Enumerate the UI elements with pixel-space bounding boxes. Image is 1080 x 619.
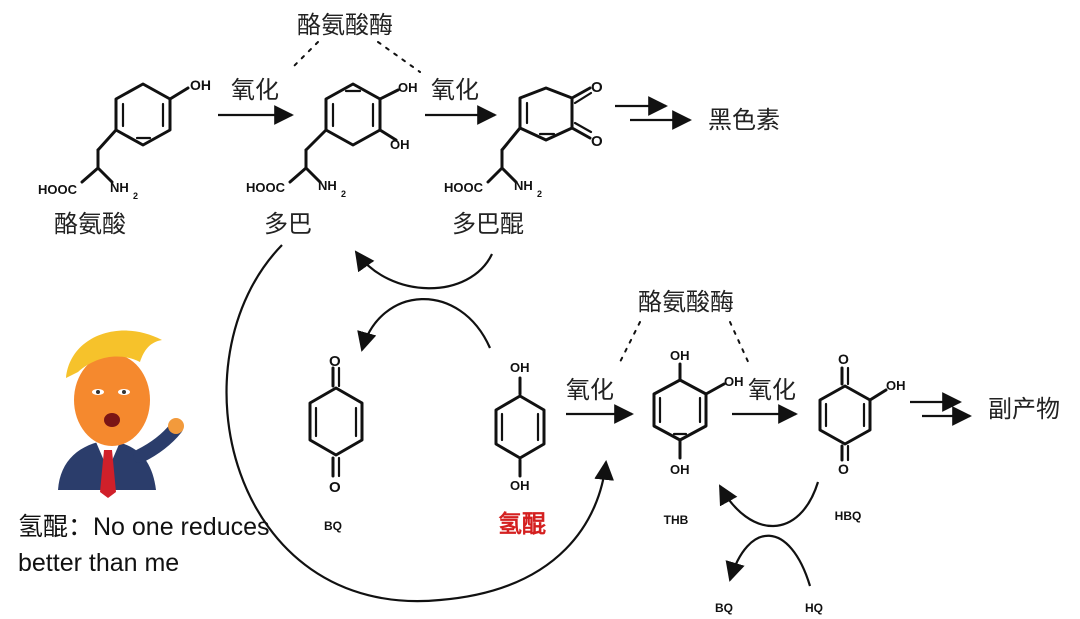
- thb-oh-2: OH: [724, 374, 744, 389]
- dopa-nh: NH: [318, 178, 337, 193]
- dopaquinone-nh-sub: 2: [537, 189, 542, 199]
- enzyme-dash-bottom-right: [729, 321, 751, 367]
- bottom-bq-label: BQ: [715, 601, 733, 615]
- dopaquinone-nh: NH: [514, 178, 533, 193]
- bq-o-2: O: [329, 479, 341, 496]
- tyrosine-nh-sub: 2: [133, 191, 138, 201]
- bottom-curve-lower: [725, 534, 812, 587]
- tyrosine-oh: OH: [190, 77, 211, 93]
- bq-label: BQ: [324, 519, 342, 533]
- meme-caption-line1: 氢醌：No one reduces: [18, 513, 270, 541]
- enzyme-dash-left: [289, 41, 319, 71]
- bq-o-1: O: [329, 353, 341, 370]
- oxidation-label-4: 氧化: [748, 376, 796, 404]
- dopaquinone-o-2: O: [591, 133, 603, 150]
- dopa-nh-sub: 2: [341, 189, 346, 199]
- dopa-label: 多巴: [264, 210, 312, 238]
- tyrosine-label: 酪氨酸: [54, 210, 126, 238]
- oxidation-label-2: 氧化: [431, 76, 479, 104]
- hbq-o-2: O: [838, 461, 849, 477]
- dopa-hooc: HOOC: [246, 180, 286, 195]
- hbq-oh: OH: [886, 378, 906, 393]
- loop-arrow: [225, 244, 615, 603]
- dopa-structure: OH OH HOOC NH 2: [246, 80, 418, 199]
- dopaquinone-structure: O O HOOC NH 2: [444, 79, 603, 199]
- enzyme-label-top: 酪氨酸酶: [297, 11, 393, 39]
- hydroquinone-structure: OH OH: [494, 360, 546, 493]
- oxidation-label-1: 氧化: [231, 76, 279, 104]
- thb-structure: OH OH OH: [652, 348, 744, 477]
- dopa-oh-2: OH: [390, 137, 410, 152]
- hbq-label: HBQ: [835, 509, 862, 523]
- bottom-curve-upper: [719, 481, 820, 528]
- reduction-curve-upper: [354, 250, 493, 290]
- thb-oh-3: OH: [670, 462, 690, 477]
- cartoon-face: [74, 354, 150, 446]
- reduction-curve-lower: [357, 298, 492, 352]
- thb-label: THB: [664, 513, 689, 527]
- tyrosine-nh: NH: [110, 180, 129, 195]
- tyrosine-hooc: HOOC: [38, 182, 78, 197]
- dopaquinone-label: 多巴醌: [452, 210, 524, 238]
- hydroquinone-oh-2: OH: [510, 478, 530, 493]
- cartoon-hair: [66, 330, 162, 378]
- hbq-o-1: O: [838, 351, 849, 367]
- melanin-label: 黑色素: [708, 106, 780, 134]
- bq-structure: O O: [308, 353, 364, 496]
- hydroquinone-oh-1: OH: [510, 360, 530, 375]
- enzyme-dash-bottom-left: [617, 321, 641, 367]
- byproducts-label: 副产物: [988, 395, 1060, 423]
- dopa-oh-1: OH: [398, 80, 418, 95]
- hbq-structure: O OH O: [818, 351, 906, 477]
- dopaquinone-hooc: HOOC: [444, 180, 484, 195]
- thb-oh-1: OH: [670, 348, 690, 363]
- cartoon-figure: [58, 330, 184, 498]
- dopaquinone-o-1: O: [591, 79, 603, 96]
- oxidation-label-3: 氧化: [566, 376, 614, 404]
- meme-caption-line2: better than me: [18, 549, 179, 577]
- enzyme-dash-right: [377, 41, 421, 73]
- enzyme-label-bottom: 酪氨酸酶: [638, 288, 734, 316]
- bottom-hq-label: HQ: [805, 601, 823, 615]
- tyrosine-structure: OH HOOC NH 2: [38, 77, 211, 201]
- hydroquinone-label: 氢醌: [498, 510, 546, 538]
